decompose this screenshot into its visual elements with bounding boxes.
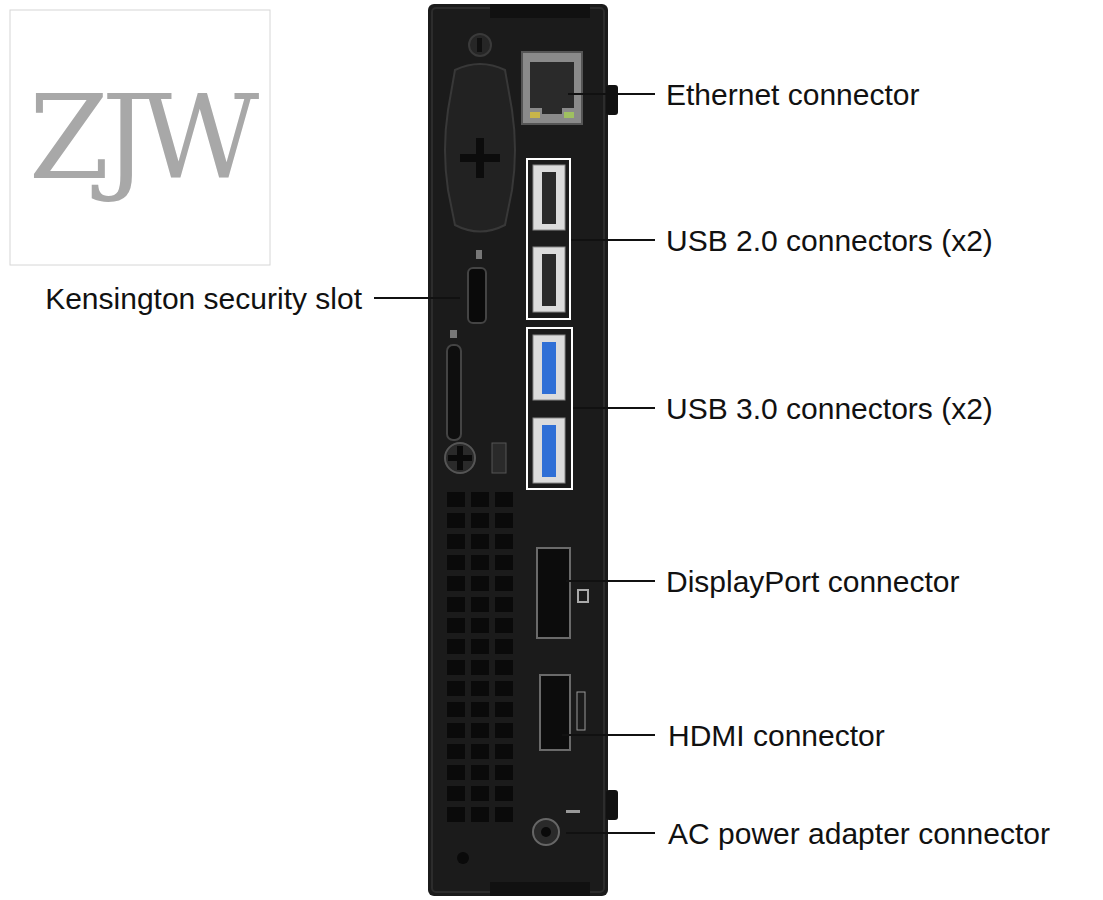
power-jack [533, 819, 559, 845]
callout-label: AC power adapter connector [668, 817, 1050, 850]
callout-label: Ethernet connector [666, 78, 920, 111]
callout-label: Kensington security slot [45, 282, 362, 315]
usb2-port [533, 247, 565, 312]
ethernet-port [522, 52, 582, 124]
kensington-slot [468, 268, 486, 323]
watermark-frame [10, 10, 270, 265]
leader-lines [374, 94, 655, 833]
vent-grid [447, 492, 513, 822]
hdmi-port [540, 675, 570, 750]
displayport-port [537, 548, 570, 638]
usb3-port [533, 335, 565, 400]
callout-label: HDMI connector [668, 719, 885, 752]
pc-housing [428, 4, 608, 896]
callout-label: USB 2.0 connectors (x2) [666, 224, 993, 257]
group-bracket [527, 328, 572, 489]
usb3-port [533, 418, 565, 483]
watermark: ZJW [29, 80, 251, 196]
callout-label: DisplayPort connector [666, 565, 959, 598]
group-bracket [527, 159, 570, 319]
callout-label: USB 3.0 connectors (x2) [666, 392, 993, 425]
usb2-port [533, 165, 565, 230]
